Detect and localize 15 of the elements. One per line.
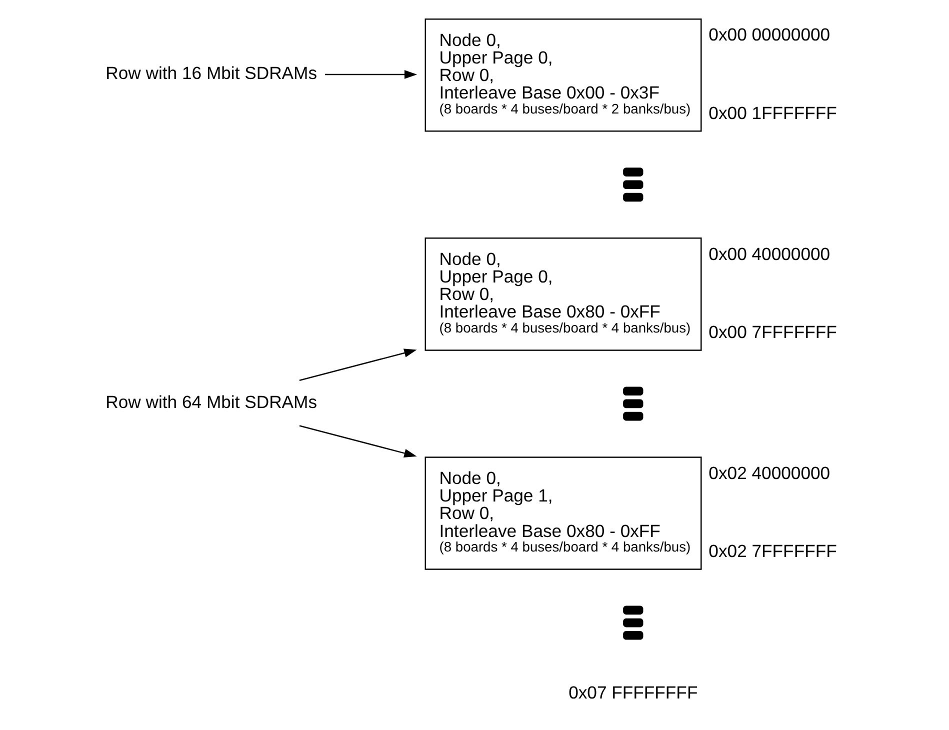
node-label: 0x00 40000000: [708, 244, 830, 264]
node-label: 0x00 7FFFFFFF: [708, 322, 837, 342]
node-box: Node 0, Upper Page 1, Row 0, Interleave Base 0x80 - 0xFF (8 boards * 4 buses/board * 4 banks/bus): [424, 456, 702, 570]
node-label: 0x00 1FFFFFFF: [708, 102, 837, 123]
node-box: Node 0, Upper Page 0, Row 0, Interleave Base 0x80 - 0xFF (8 boards * 4 buses/board * 4 banks/bus): [424, 238, 702, 351]
node-text: Row with 64 Mbit SDRAMs: [106, 392, 318, 412]
arrow: [299, 348, 417, 381]
arrow: [324, 70, 418, 79]
arrow: [299, 425, 417, 458]
node-box: Node 0, Upper Page 0, Row 0, Interleave Base 0x00 - 0x3F (8 boards * 4 buses/board * 2 banks/bus): [424, 18, 702, 132]
node-text: Row with 16 Mbit SDRAMs: [106, 63, 318, 84]
node-label: 0x00 00000000: [708, 24, 830, 45]
label: 0x07 FFFFFFFF: [568, 682, 698, 703]
node-label: 0x02 40000000: [708, 462, 830, 483]
node-label: 0x02 7FFFFFFF: [708, 540, 837, 561]
